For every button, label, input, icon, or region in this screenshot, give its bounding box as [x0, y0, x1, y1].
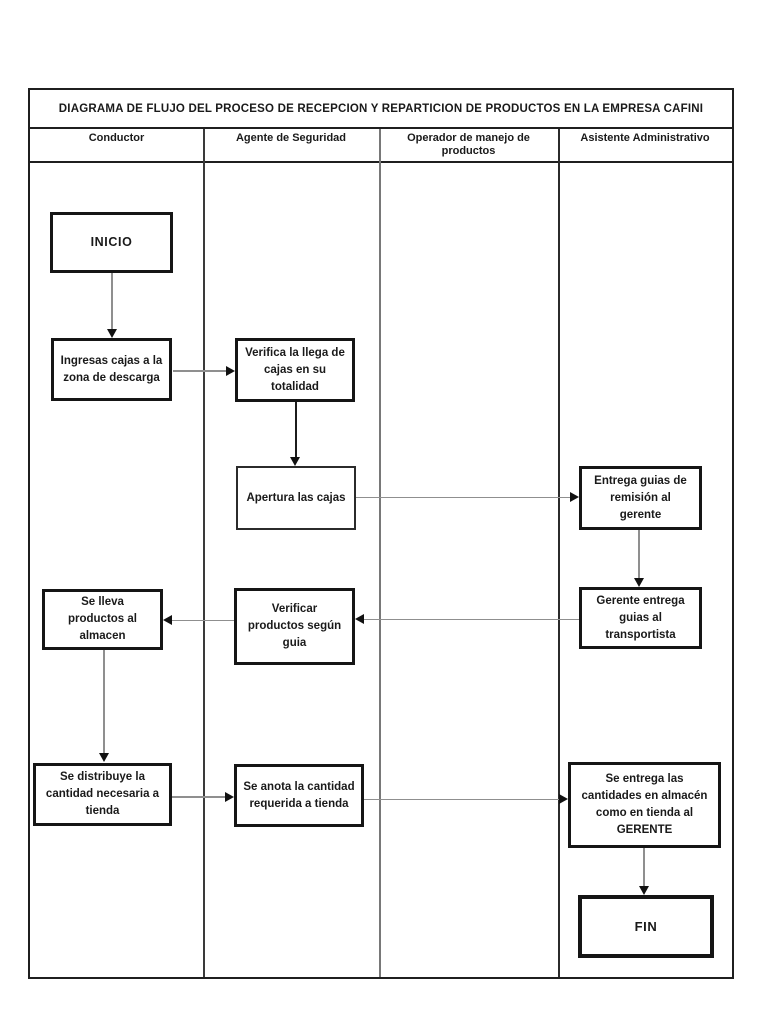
flow-node-se-entrega: Se entrega las cantidades en almacén com…: [568, 762, 721, 848]
flow-node-gerente-entrega: Gerente entrega guias al transportista: [579, 587, 702, 649]
arrow-se-entrega-to-fin-head: [639, 886, 649, 895]
arrow-se-anota-to-se-entrega-line: [364, 798, 562, 800]
arrow-entrega-guias-to-gerente-line: [638, 530, 640, 579]
flow-node-se-anota: Se anota la cantidad requerida a tienda: [234, 764, 364, 827]
lane-divider-3: [558, 129, 560, 977]
arrow-se-lleva-to-se-distribuye-head: [99, 753, 109, 762]
arrow-gerente-to-verificar-head: [355, 614, 364, 624]
flow-node-verifica-llegada: Verifica la llega de cajas en su totalid…: [235, 338, 355, 402]
arrow-ingresas-to-verifica-head: [226, 366, 235, 376]
flow-node-se-lleva-productos: Se lleva productos al almacen: [42, 589, 163, 650]
arrow-se-distribuye-to-se-anota-line: [172, 796, 227, 798]
lane-header-conductor: Conductor: [88, 132, 145, 144]
flow-node-fin: FIN: [578, 895, 714, 958]
flow-node-entrega-guias: Entrega guias de remisión al gerente: [579, 466, 702, 530]
arrow-entrega-guias-to-gerente-head: [634, 578, 644, 587]
arrow-inicio-to-ingresas-line: [111, 273, 113, 330]
arrow-apertura-to-entrega-guias-line: [356, 496, 571, 498]
lane-divider-1: [203, 129, 205, 977]
arrow-se-anota-to-se-entrega-head: [559, 794, 568, 804]
lane-header-row: Conductor Agente de Seguridad Operador d…: [30, 129, 732, 163]
flow-node-apertura-cajas: Apertura las cajas: [236, 466, 356, 530]
diagram-title: DIAGRAMA DE FLUJO DEL PROCESO DE RECEPCI…: [30, 90, 732, 129]
arrow-se-lleva-to-se-distribuye-line: [103, 650, 105, 754]
diagram-frame: DIAGRAMA DE FLUJO DEL PROCESO DE RECEPCI…: [28, 88, 734, 979]
arrow-se-entrega-to-fin-line: [643, 848, 645, 887]
arrow-verificar-to-se-lleva-line: [172, 619, 234, 621]
arrow-gerente-to-verificar-line: [364, 618, 579, 620]
lane-divider-2: [379, 129, 381, 977]
arrow-verifica-to-apertura-head: [290, 457, 300, 466]
flow-node-se-distribuye: Se distribuye la cantidad necesaria a ti…: [33, 763, 172, 826]
arrow-apertura-to-entrega-guias-head: [570, 492, 579, 502]
arrow-inicio-to-ingresas-head: [107, 329, 117, 338]
arrow-verifica-to-apertura-line: [294, 402, 297, 458]
lane-header-agente-seguridad: Agente de Seguridad: [235, 132, 347, 144]
flow-node-verificar-productos: Verificar productos según guia: [234, 588, 355, 665]
flow-node-ingresas-cajas: Ingresas cajas a la zona de descarga: [51, 338, 172, 401]
flow-node-inicio: INICIO: [50, 212, 173, 273]
arrow-ingresas-to-verifica-line: [173, 370, 227, 372]
arrow-se-distribuye-to-se-anota-head: [225, 792, 234, 802]
lane-header-operador-manejo: Operador de manejo de productos: [407, 132, 530, 157]
arrow-verificar-to-se-lleva-head: [163, 615, 172, 625]
lane-header-asistente-admin: Asistente Administrativo: [580, 132, 710, 144]
